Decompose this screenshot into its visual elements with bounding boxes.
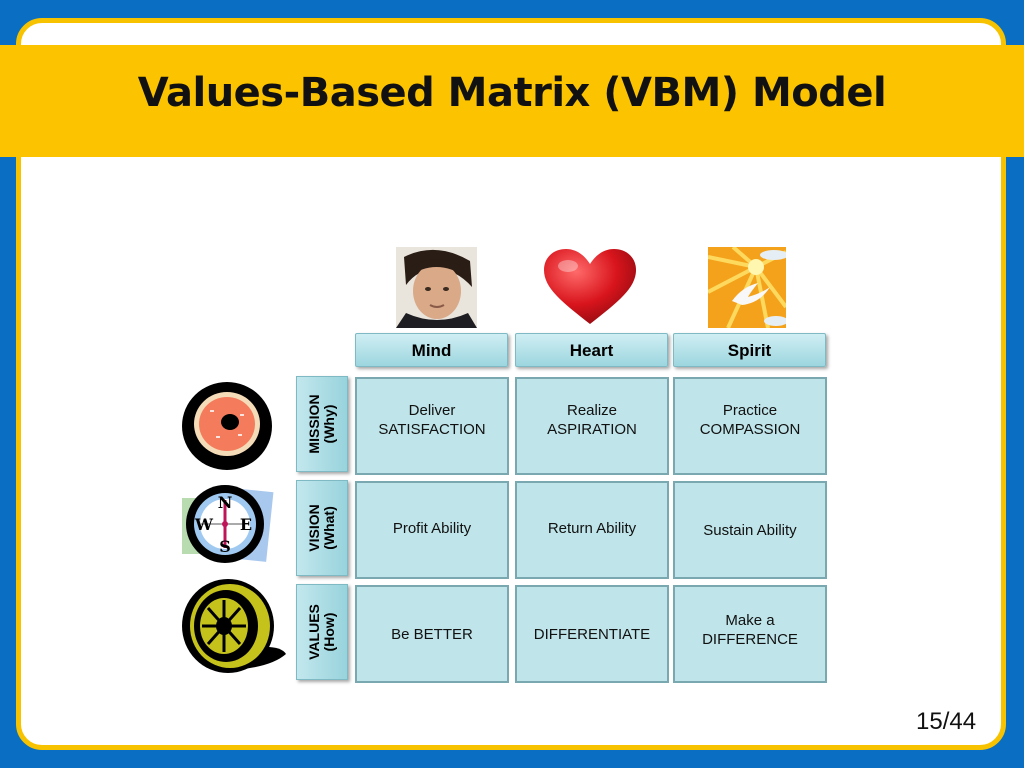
compass-north-label: N: [218, 493, 233, 512]
compass-south-label: S: [219, 537, 231, 556]
row-header-vision: VISION (What): [296, 480, 348, 576]
row-header-mission-label: MISSION (Why): [306, 394, 337, 454]
page-number: 15/44: [916, 708, 977, 735]
cell-text: Sustain Ability: [703, 522, 797, 539]
cell-mission-mind: Deliver SATISFACTION: [355, 377, 509, 475]
man-portrait-icon: [396, 247, 477, 328]
column-header-heart: Heart: [515, 333, 668, 367]
cell-vision-heart: Return Ability: [515, 481, 669, 579]
cell-text: Profit Ability: [392, 520, 472, 537]
cell-text: Realize ASPIRATION: [547, 402, 637, 438]
heart-icon: [544, 249, 636, 324]
cell-values-mind: Be BETTER: [355, 585, 509, 683]
cell-text: Return Ability: [547, 520, 637, 537]
cell-vision-spirit: Sustain Ability: [673, 481, 827, 579]
cell-mission-heart: Realize ASPIRATION: [515, 377, 669, 475]
cell-mission-spirit: Practice COMPASSION: [673, 377, 827, 475]
cell-text: Be BETTER: [391, 626, 473, 643]
row-header-mission: MISSION (Why): [296, 376, 348, 472]
donut-icon: [182, 382, 272, 470]
sun-dove-icon: [708, 247, 786, 328]
cell-text: Practice COMPASSION: [699, 402, 801, 438]
cell-vision-mind: Profit Ability: [355, 481, 509, 579]
row-header-values-label: VALUES (How): [306, 604, 337, 660]
row-header-mission-text: MISSION (Why): [306, 394, 337, 454]
column-header-spirit: Spirit: [673, 333, 826, 367]
cell-values-spirit: Make a DIFFERENCE: [673, 585, 827, 683]
compass-icon: N S E W: [182, 485, 274, 563]
cell-values-heart: DIFFERENTIATE: [515, 585, 669, 683]
cell-text: Deliver SATISFACTION: [378, 402, 486, 438]
compass-west-label: W: [194, 515, 214, 534]
tire-icon: [182, 579, 286, 673]
column-header-mind: Mind: [355, 333, 508, 367]
cell-text: Make a DIFFERENCE: [702, 612, 798, 648]
slide-title: Values-Based Matrix (VBM) Model: [137, 70, 887, 116]
row-header-vision-label: VISION (What): [306, 504, 337, 552]
compass-east-label: E: [240, 515, 252, 534]
row-header-vision-text: VISION (What): [306, 504, 337, 552]
title-bar: [0, 45, 1024, 157]
row-header-values-text: VALUES (How): [306, 604, 337, 660]
row-header-values: VALUES (How): [296, 584, 348, 680]
cell-text: DIFFERENTIATE: [533, 626, 651, 643]
